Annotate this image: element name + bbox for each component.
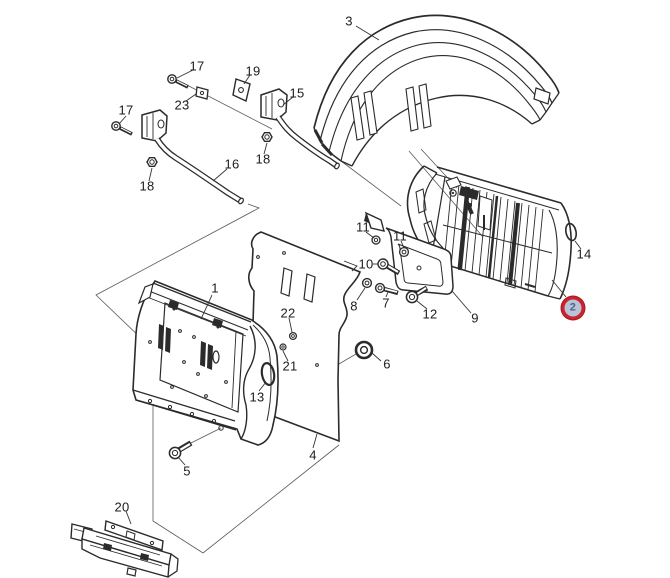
callout-20[interactable]: 20 [114, 499, 130, 515]
callout-10[interactable]: 10 [358, 256, 374, 272]
callout-11a[interactable]: 11 [355, 219, 371, 235]
callout-8[interactable]: 8 [350, 298, 358, 314]
callout-14[interactable]: 14 [576, 246, 592, 262]
lower-bracket-drawing [70, 520, 179, 578]
callout-2-highlighted[interactable]: 2 [561, 296, 585, 320]
callout-18b[interactable]: 18 [139, 178, 155, 194]
callout-6[interactable]: 6 [383, 356, 391, 372]
callout-15[interactable]: 15 [289, 85, 305, 101]
callout-3[interactable]: 3 [345, 13, 353, 29]
callout-13[interactable]: 13 [249, 389, 265, 405]
callout-17b[interactable]: 17 [118, 102, 134, 118]
support-rods-drawing [141, 88, 340, 205]
support-panel-drawing [132, 280, 279, 446]
callout-12[interactable]: 12 [422, 306, 438, 322]
inner-fender-part-drawing [406, 165, 572, 300]
callout-9[interactable]: 9 [471, 310, 479, 326]
hinge-hardware [445, 176, 536, 289]
skirt-holes [147, 398, 224, 431]
grommet-hole-13 [260, 362, 276, 386]
rivet-holes [148, 329, 228, 398]
callout-11b[interactable]: 11 [392, 228, 408, 244]
callout-22[interactable]: 22 [280, 305, 296, 321]
callout-19[interactable]: 19 [245, 63, 261, 79]
leader-lines [118, 25, 582, 525]
callout-23[interactable]: 23 [174, 97, 190, 113]
fender-part-drawing [313, 14, 560, 167]
callout-5[interactable]: 5 [183, 463, 191, 479]
callout-21[interactable]: 21 [282, 358, 298, 374]
callout-17a[interactable]: 17 [189, 58, 205, 74]
callout-1[interactable]: 1 [211, 280, 219, 296]
callout-7[interactable]: 7 [382, 295, 390, 311]
callout-4[interactable]: 4 [309, 447, 317, 463]
callout-18a[interactable]: 18 [255, 151, 271, 167]
callout-16[interactable]: 16 [224, 156, 240, 172]
